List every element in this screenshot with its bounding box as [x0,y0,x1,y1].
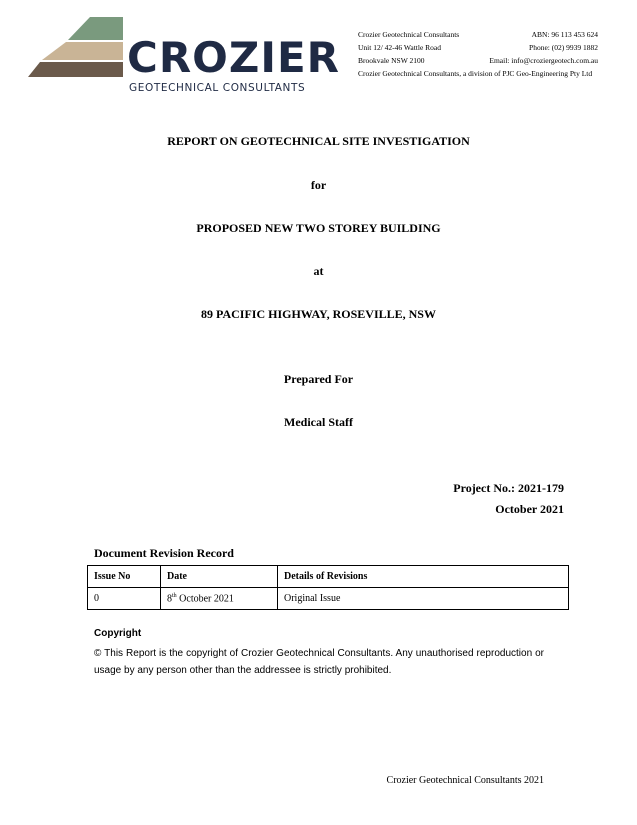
client-name: Medical Staff [284,415,353,429]
table-row: 0 8th October 2021 Original Issue [87,587,569,610]
revision-record-title: Document Revision Record [94,546,234,560]
abn: ABN: 96 113 453 624 [531,30,598,39]
logo-subtitle: GEOTECHNICAL CONSULTANTS [129,82,306,94]
title-for: for [310,178,327,192]
project-number: Project No.: 2021-179 [453,481,564,495]
revision-table: Issue No Date Details of Revisions 0 8th… [87,565,569,610]
date-suffix: th [172,592,177,599]
project-description: PROPOSED NEW TWO STOREY BUILDING [196,221,441,235]
column-header-issue: Issue No [87,565,161,588]
division-note: Crozier Geotechnical Consultants, a divi… [358,69,593,78]
address-line-1: Unit 12/ 42-46 Wattle Road [358,43,441,52]
report-date: October 2021 [495,502,564,516]
copyright-title: Copyright [94,628,142,639]
prepared-for-label: Prepared For [283,372,354,386]
address-line-2: Brookvale NSW 2100 [358,56,425,65]
company-name: Crozier Geotechnical Consultants [358,30,460,39]
table-header-row: Issue No Date Details of Revisions [87,565,569,588]
report-title: REPORT ON GEOTECHNICAL SITE INVESTIGATIO… [167,134,470,148]
issue-number: 0 [87,587,161,610]
logo-wordmark: CROZIER [127,33,340,82]
revision-details: Original Issue [277,587,569,610]
phone: Phone: (02) 9939 1882 [529,43,598,52]
logo-stripes-icon [28,17,123,77]
date-month-year: October 2021 [176,593,234,605]
site-address: 89 PACIFIC HIGHWAY, ROSEVILLE, NSW [201,307,436,321]
column-header-details: Details of Revisions [277,565,569,588]
title-at: at [313,264,324,278]
contact-block: Crozier Geotechnical Consultants ABN: 96… [358,28,598,80]
email: Email: info@croziergeotech.com.au [489,56,598,65]
company-logo: CROZIER GEOTECHNICAL CONSULTANTS [28,15,340,94]
page-footer: Crozier Geotechnical Consultants 2021 [386,775,544,786]
issue-date: 8th October 2021 [160,587,278,610]
copyright-text: © This Report is the copyright of Crozie… [94,648,544,676]
date-day: 8 [167,593,172,605]
column-header-date: Date [160,565,278,588]
